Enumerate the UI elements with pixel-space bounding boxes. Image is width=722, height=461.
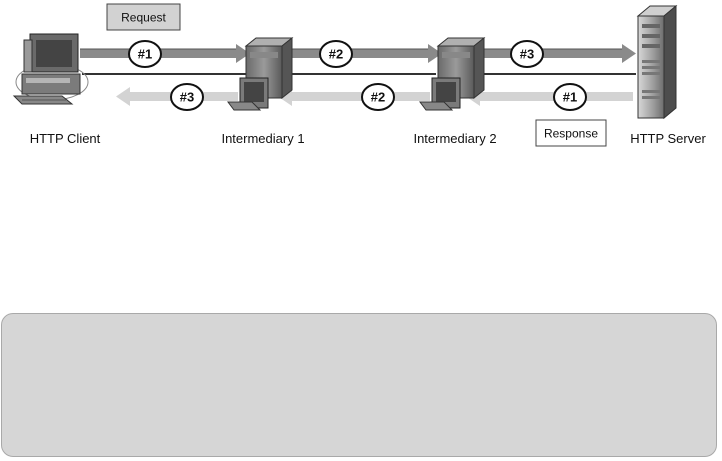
request-arrow-3 — [478, 44, 636, 63]
hop-label: #2 — [371, 90, 385, 105]
tower-computer-icon — [227, 36, 294, 111]
request-hop-badge: #1 — [128, 40, 162, 68]
request-hop-badge: #3 — [510, 40, 544, 68]
response-hop-badge: #3 — [170, 83, 204, 111]
intermediary-1-label: Intermediary 1 — [221, 131, 304, 146]
request-box: Request — [106, 3, 181, 31]
server-label: HTTP Server — [630, 131, 706, 146]
hop-label: #2 — [329, 47, 343, 62]
response-label: Response — [544, 127, 598, 141]
hop-label: #3 — [180, 90, 194, 105]
request-hop-badge: #2 — [319, 40, 353, 68]
request-arrow-2 — [290, 44, 442, 63]
response-box: Response — [535, 119, 607, 147]
client-label: HTTP Client — [30, 131, 101, 146]
hop-label: #3 — [520, 47, 534, 62]
caption-panel — [1, 313, 717, 457]
request-arrow-1 — [80, 44, 250, 63]
request-label: Request — [121, 11, 166, 25]
intermediary-2-label: Intermediary 2 — [413, 131, 496, 146]
response-arrow-2 — [278, 87, 430, 106]
request-arrows — [80, 44, 636, 63]
hop-label: #1 — [563, 90, 577, 105]
server-rack-icon — [636, 4, 678, 120]
response-hop-badge: #2 — [361, 83, 395, 111]
response-hop-badge: #1 — [553, 83, 587, 111]
response-arrow-1 — [466, 87, 633, 106]
desktop-computer-icon — [12, 33, 89, 105]
tower-computer-icon — [419, 36, 486, 111]
hop-label: #1 — [138, 47, 152, 62]
